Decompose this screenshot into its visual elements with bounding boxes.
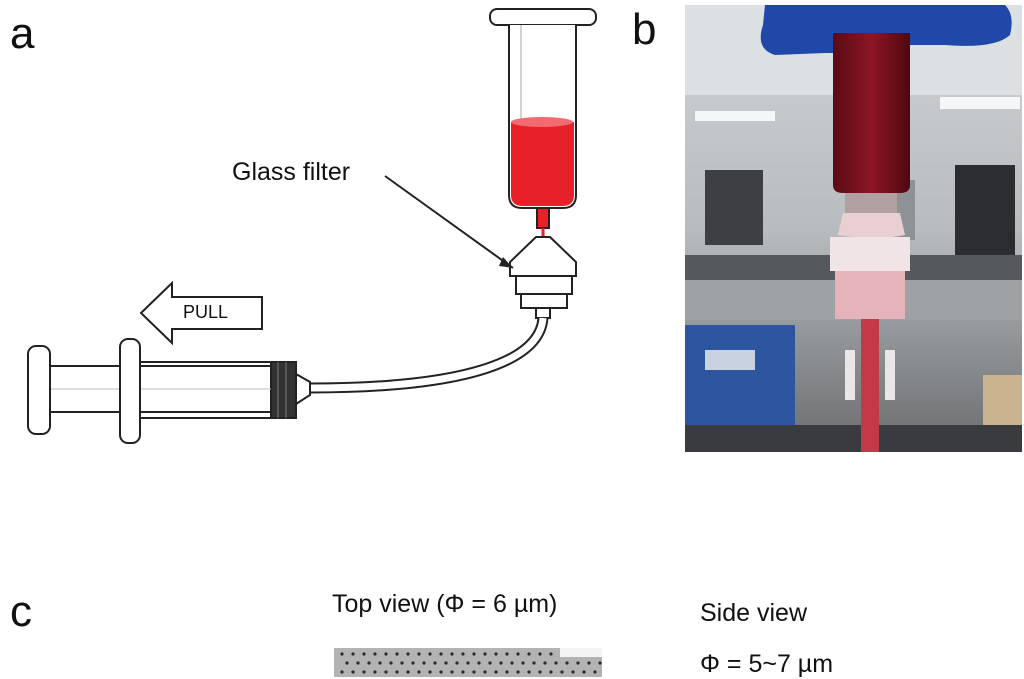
pore-dot	[367, 661, 371, 665]
filtration-photo	[685, 5, 1022, 452]
pore-dot	[400, 661, 404, 665]
pore-dot	[384, 670, 388, 674]
pore-dot	[587, 661, 591, 665]
pore-dot	[582, 670, 586, 674]
pore-dot	[516, 652, 520, 656]
pore-dot	[576, 661, 580, 665]
blue-glove	[760, 5, 1012, 55]
pore-dot	[505, 670, 509, 674]
pore-dot	[543, 661, 547, 665]
blue-machine	[685, 325, 795, 435]
pore-dot	[428, 652, 432, 656]
pore-dot	[395, 652, 399, 656]
pore-dot	[598, 661, 602, 665]
tubing-outer	[309, 317, 549, 394]
pore-dot	[395, 670, 399, 674]
pore-dot	[461, 670, 465, 674]
pore-dot	[384, 652, 388, 656]
pore-dot	[444, 661, 448, 665]
pore-dot	[373, 652, 377, 656]
pore-dot	[477, 661, 481, 665]
panel-label-c: c	[10, 587, 32, 636]
pore-dot	[351, 652, 355, 656]
pore-dot	[340, 670, 344, 674]
pore-dot	[450, 652, 454, 656]
glass-filter-holder	[509, 236, 577, 277]
plunger-thumb-rest	[27, 345, 51, 435]
pore-dot	[499, 661, 503, 665]
pore-dot	[549, 670, 553, 674]
pore-dot	[532, 661, 536, 665]
pore-dot	[483, 670, 487, 674]
pore-dot	[351, 670, 355, 674]
pore-dot	[461, 652, 465, 656]
pore-dot	[554, 661, 558, 665]
pore-dot	[494, 670, 498, 674]
pore-dot	[505, 652, 509, 656]
pore-dot	[593, 670, 597, 674]
pore-dot	[521, 661, 525, 665]
pore-dot	[516, 670, 520, 674]
syringe-tip	[295, 372, 311, 406]
pore-dot	[417, 652, 421, 656]
pore-dot	[538, 670, 542, 674]
glass-filter-pointer	[384, 175, 514, 269]
pore-dot	[488, 661, 492, 665]
reservoir-nozzle	[536, 207, 550, 229]
pore-dot	[571, 670, 575, 674]
pore-dot	[560, 670, 564, 674]
side-view-label: Side view	[700, 599, 807, 627]
pore-dot	[373, 670, 377, 674]
pore-dot	[406, 670, 410, 674]
pore-dot	[494, 652, 498, 656]
pore-dot	[340, 652, 344, 656]
pore-dot	[538, 652, 542, 656]
pore-dot	[527, 652, 531, 656]
plunger-rubber	[270, 361, 297, 419]
panel-label-a: a	[10, 9, 35, 58]
pore-dot	[356, 661, 360, 665]
pore-dot	[428, 670, 432, 674]
reservoir-cap	[489, 8, 597, 26]
pore-dot	[378, 661, 382, 665]
pore-dot	[362, 670, 366, 674]
pore-dot	[411, 661, 415, 665]
pore-dot	[362, 652, 366, 656]
pore-dot	[466, 661, 470, 665]
blood-in-reservoir	[511, 122, 574, 206]
filter-holder-photo	[830, 237, 910, 271]
panel-label-b: b	[632, 5, 657, 54]
pore-dot	[389, 661, 393, 665]
pore-dot	[345, 661, 349, 665]
pore-dot	[439, 652, 443, 656]
pore-dot	[510, 661, 514, 665]
pore-dot	[565, 661, 569, 665]
side-view-pore-size: Φ = 5~7 µm	[700, 650, 834, 678]
pore-dot	[455, 661, 459, 665]
tubing-inner	[309, 317, 547, 392]
pore-dot	[439, 670, 443, 674]
pore-dot	[417, 670, 421, 674]
pull-arrow	[139, 280, 263, 346]
barrel-flange	[119, 338, 141, 444]
pore-dot	[472, 670, 476, 674]
pull-label: PULL	[183, 302, 229, 322]
top-view-label: Top view (Φ = 6 µm)	[332, 590, 558, 618]
filtration-schematic	[27, 8, 597, 444]
glass-filter-label: Glass filter	[232, 158, 351, 186]
pore-dot	[406, 652, 410, 656]
pore-dot	[527, 670, 531, 674]
pore-dot	[483, 652, 487, 656]
pore-dot	[433, 661, 437, 665]
pore-dot	[450, 670, 454, 674]
pore-dot	[472, 652, 476, 656]
filter-micrograph	[334, 648, 602, 677]
pore-dot	[549, 652, 553, 656]
pore-dot	[422, 661, 426, 665]
